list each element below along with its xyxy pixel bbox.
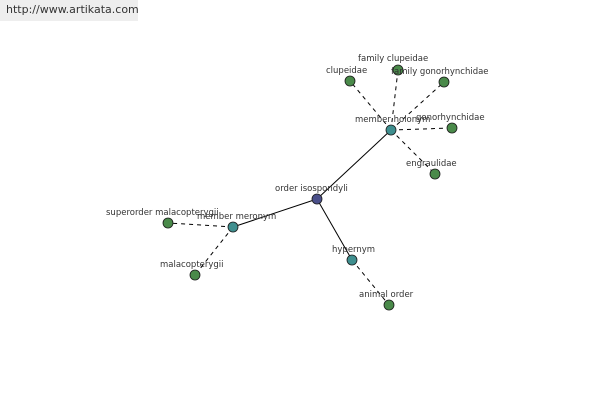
node-label-malacopterygii[interactable]: malacopterygii <box>160 260 224 270</box>
node-label-gonorhynchidae[interactable]: gonorhynchidae <box>416 113 485 123</box>
node-animal-order[interactable] <box>383 299 395 311</box>
node-label-family-clupeidae[interactable]: family clupeidae <box>358 54 428 64</box>
site-url-watermark: http://www.artikata.com <box>0 0 139 21</box>
node-label-hypernym[interactable]: hypernym <box>332 245 375 255</box>
node-hypernym[interactable] <box>346 254 358 266</box>
edge-root-to-meronym <box>232 198 318 228</box>
node-engraulidae[interactable] <box>429 168 441 180</box>
node-family-clupeidae[interactable] <box>392 64 404 76</box>
nodes-layer <box>162 64 458 311</box>
edge-holonym-to-family-gonorhynchidae <box>390 81 445 131</box>
node-label-family-gonorhynchidae[interactable]: family gonorhynchidae <box>391 67 489 77</box>
labels-layer: order isospondyli member holonym member me… <box>106 54 489 300</box>
node-gonorhynchidae[interactable] <box>446 122 458 134</box>
edge-holonym-to-engraulidae <box>390 129 436 175</box>
node-holonym[interactable] <box>385 124 397 136</box>
edge-meronym-to-superorder-malacopterygii <box>167 222 234 228</box>
node-meronym[interactable] <box>227 221 239 233</box>
node-label-animal-order[interactable]: animal order <box>359 290 414 300</box>
node-label-meronym[interactable]: member meronym <box>197 212 276 222</box>
node-label-holonym[interactable]: member holonym <box>355 115 430 125</box>
node-label-root[interactable]: order isospondyli <box>275 184 348 194</box>
node-label-clupeidae[interactable]: clupeidae <box>326 66 367 76</box>
edge-root-to-hypernym <box>316 198 353 261</box>
node-clupeidae[interactable] <box>344 75 356 87</box>
edge-holonym-to-gonorhynchidae <box>390 127 453 131</box>
edge-root-to-holonym <box>316 129 392 200</box>
edge-holonym-to-clupeidae <box>349 80 392 131</box>
node-root[interactable] <box>311 193 323 205</box>
edge-meronym-to-malacopterygii <box>194 226 234 276</box>
node-malacopterygii[interactable] <box>189 269 201 281</box>
node-superorder-malacopterygii[interactable] <box>162 217 174 229</box>
edge-holonym-to-family-clupeidae <box>390 69 399 131</box>
node-family-gonorhynchidae[interactable] <box>438 76 450 88</box>
edge-hypernym-to-animal-order <box>351 259 390 306</box>
node-label-engraulidae[interactable]: engraulidae <box>406 159 457 169</box>
node-label-superorder-malacopterygii[interactable]: superorder malacopterygii <box>106 208 219 218</box>
edges-layer <box>167 69 453 306</box>
